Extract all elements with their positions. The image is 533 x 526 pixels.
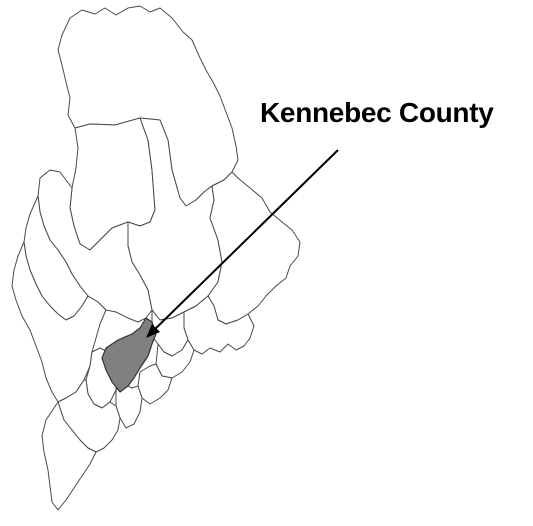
map-label-kennebec: Kennebec County [260, 97, 494, 128]
county-washington [207, 171, 301, 325]
arrow-head-icon [146, 324, 160, 338]
county-kennebec-highlight [101, 317, 157, 393]
county-york [41, 401, 97, 511]
leader-line [151, 149, 339, 333]
